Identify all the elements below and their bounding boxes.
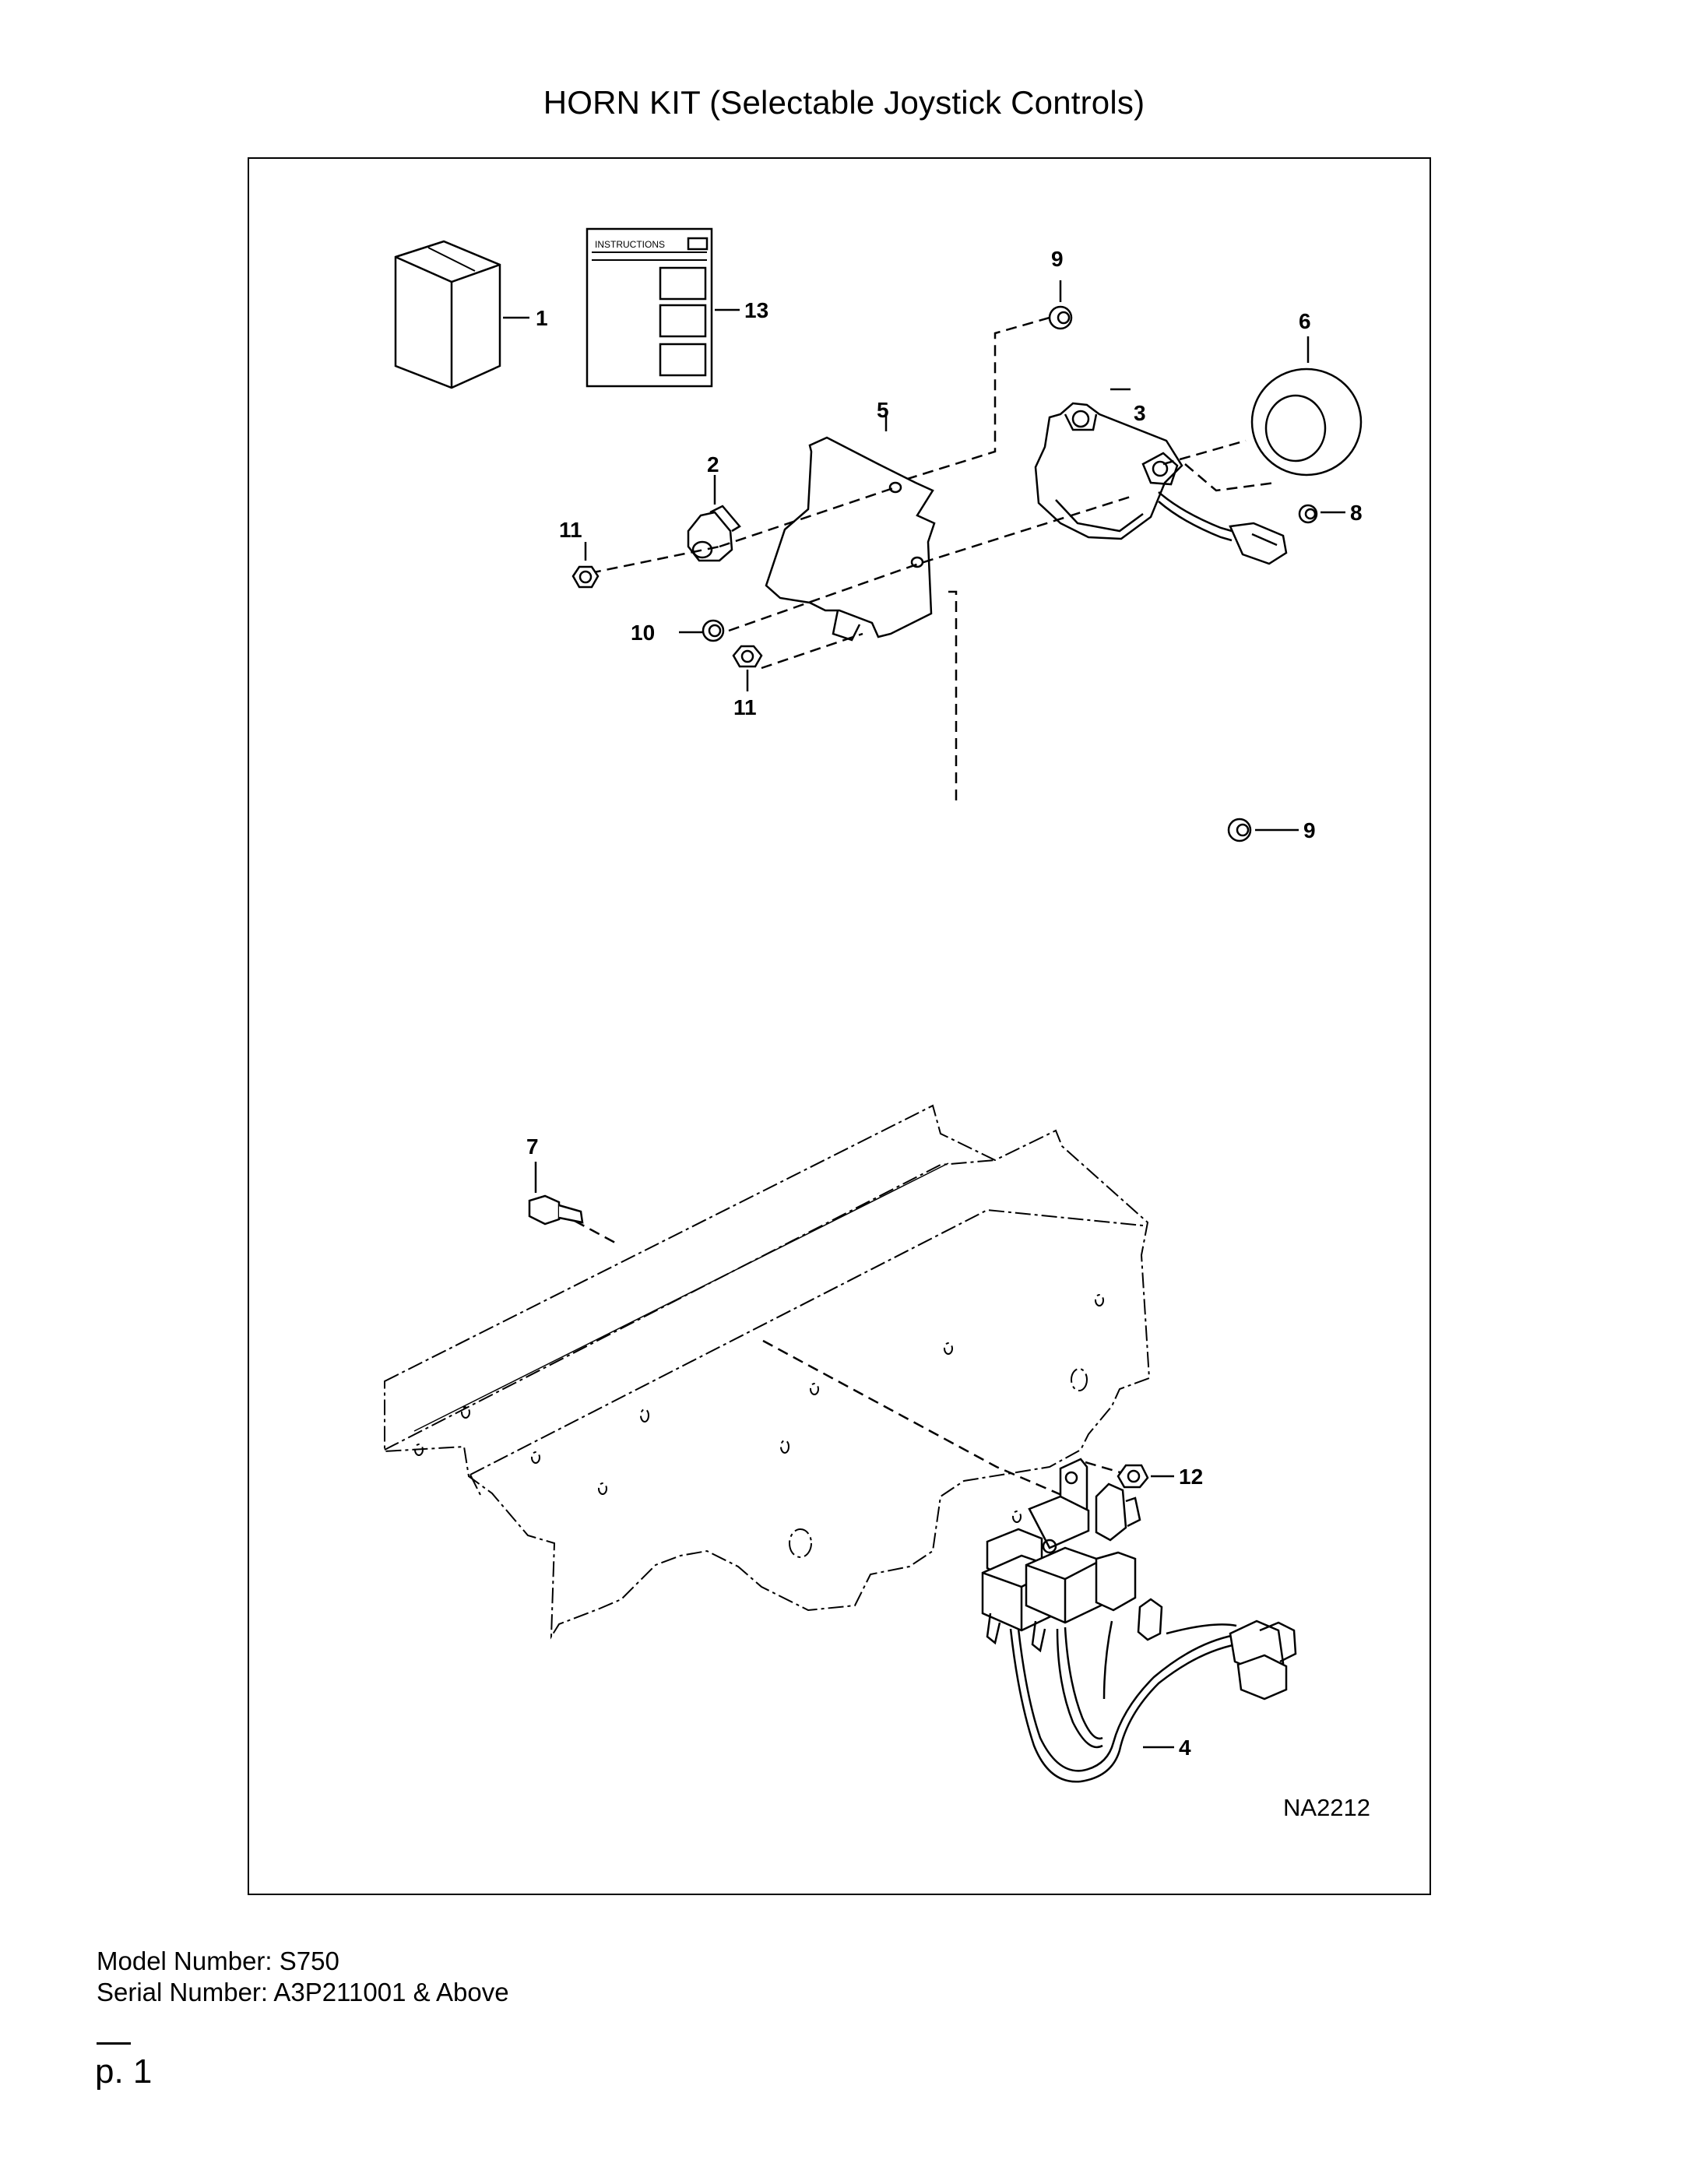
- instructions-label: INSTRUCTIONS: [595, 239, 665, 250]
- part-2-clip: [687, 475, 741, 562]
- part-1-box: [394, 240, 529, 389]
- part-9-nut-top: [854, 280, 1073, 497]
- callout-5: 5: [877, 398, 889, 422]
- callout-8: 8: [1350, 501, 1363, 525]
- callout-11-left: 11: [559, 518, 582, 542]
- part-12-nut: [1117, 1464, 1174, 1489]
- callout-13: 13: [744, 298, 768, 322]
- serial-number: Serial Number: A3P211001 & Above: [97, 1978, 509, 2006]
- callout-3: 3: [1134, 401, 1146, 425]
- callout-2: 2: [707, 452, 719, 477]
- part-8-nut: [1298, 504, 1345, 524]
- part-7-bolt: [528, 1162, 584, 1226]
- page-number: p. 1: [95, 2052, 153, 2091]
- lower-frame-phantom: [384, 1104, 1151, 1640]
- part-10-nut: [679, 619, 725, 642]
- parts-diagram: INSTRUCTIONS: [384, 227, 1370, 1821]
- part-4-relay-harness: [981, 1458, 1297, 1783]
- diagram-frame: [248, 157, 1431, 1895]
- callout-1: 1: [536, 306, 548, 330]
- page-title: HORN KIT (Selectable Joystick Controls): [543, 84, 1145, 121]
- callout-11-bottom: 11: [733, 695, 757, 719]
- part-13-instructions: INSTRUCTIONS: [586, 227, 740, 388]
- part-9-nut-right: [1227, 818, 1299, 842]
- callout-9-top: 9: [1051, 247, 1064, 271]
- callout-10: 10: [631, 621, 655, 645]
- callout-7: 7: [526, 1134, 539, 1159]
- callout-9-right: 9: [1303, 818, 1316, 842]
- callout-12: 12: [1179, 1465, 1203, 1489]
- part-3-horn: [1034, 388, 1288, 565]
- model-number: Model Number: S750: [97, 1947, 339, 1975]
- part-5-plate: [765, 411, 936, 642]
- callout-6: 6: [1299, 309, 1311, 333]
- part-11-nut-left: [571, 542, 600, 589]
- callout-4: 4: [1179, 1736, 1191, 1760]
- drawing-code: NA2212: [1283, 1794, 1370, 1821]
- part-6-ring: [1250, 336, 1363, 477]
- part-11-nut-bottom: [732, 645, 763, 691]
- page-mark-line: [97, 2042, 131, 2045]
